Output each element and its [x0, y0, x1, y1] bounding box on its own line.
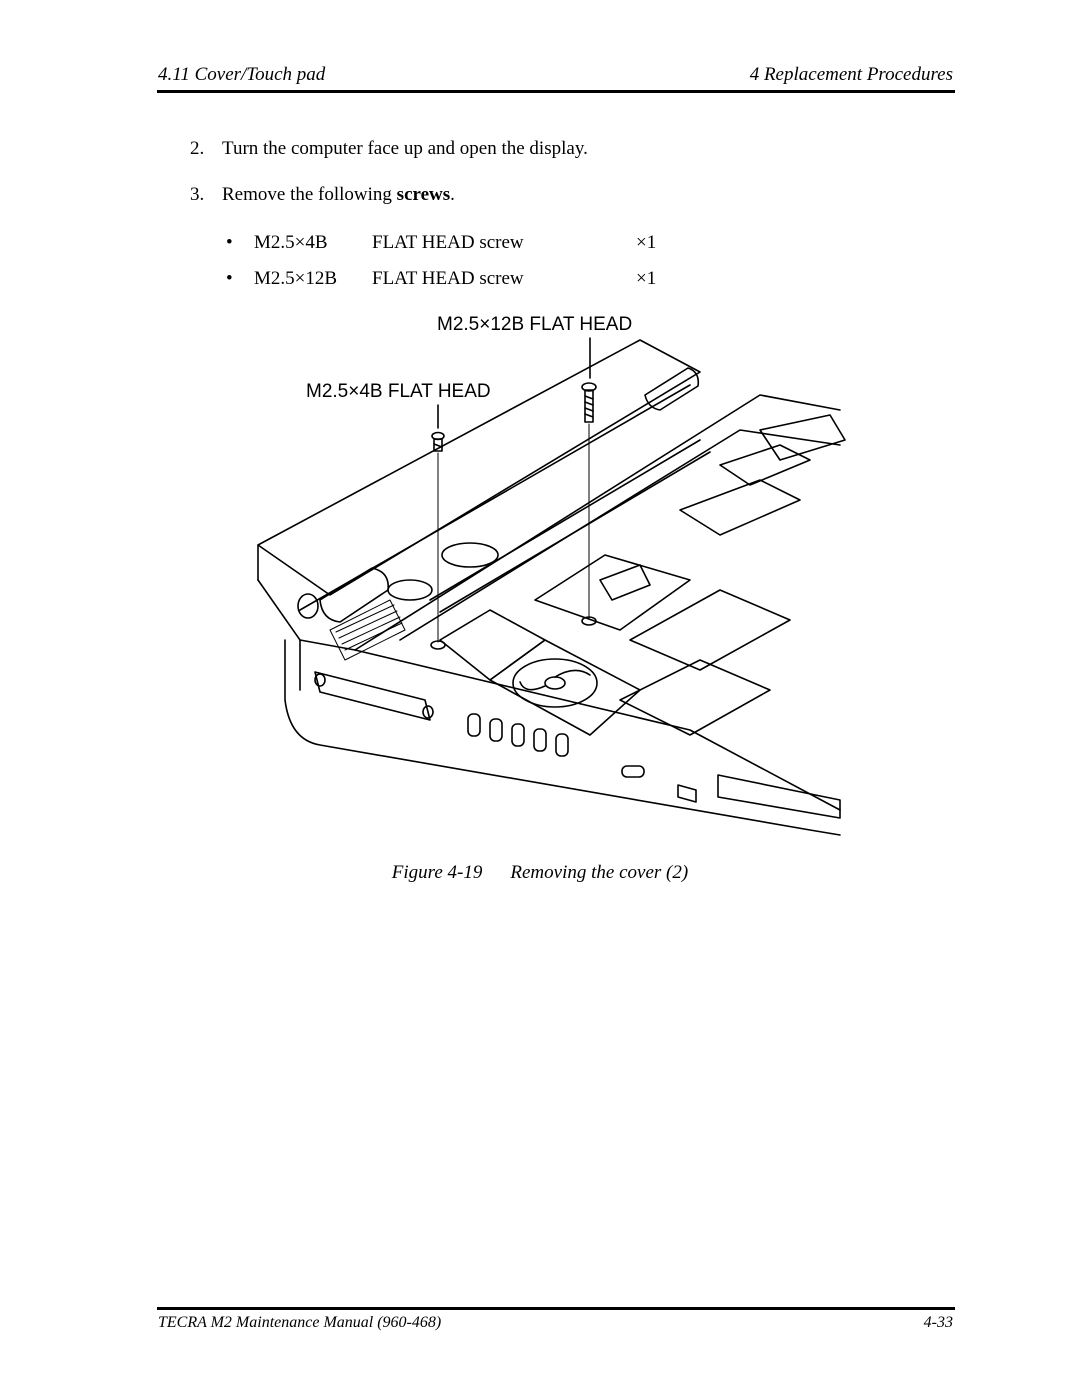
port-icon	[314, 671, 434, 721]
step-text: Remove the following	[222, 184, 397, 205]
screw-size: M2.5×12B	[254, 268, 338, 289]
speaker-grille-icon	[329, 599, 406, 661]
screw-qty: ×1	[636, 232, 657, 253]
screw-qty: ×1	[636, 268, 657, 289]
step-number: 3.	[190, 184, 205, 205]
step-2: 2. Turn the computer face up and open the…	[190, 138, 588, 160]
step-text: Turn the computer face up and open the d…	[222, 138, 588, 159]
vent-icon	[467, 713, 569, 757]
callout-m25x4b: M2.5×4B FLAT HEAD	[306, 381, 491, 402]
callout-m25x12b: M2.5×12B FLAT HEAD	[437, 314, 633, 335]
bullet: •	[226, 268, 233, 289]
laptop-cover-illustration	[257, 337, 846, 836]
footer-manual-title: TECRA M2 Maintenance Manual (960-468)	[158, 1314, 442, 1331]
chapter-title: 4 Replacement Procedures	[749, 64, 953, 85]
bullet: •	[226, 232, 233, 253]
figure-caption: Figure 4-19 Removing the cover (2)	[0, 862, 1080, 884]
footer-rule	[157, 1307, 955, 1310]
screw-m25x4b-icon	[431, 431, 445, 643]
figure-number: Figure 4-19	[391, 862, 483, 883]
screw-size: M2.5×4B	[254, 232, 328, 253]
section-title: 4.11 Cover/Touch pad	[158, 64, 326, 85]
step-text-bold: screws	[396, 184, 451, 205]
screw-type: FLAT HEAD screw	[372, 232, 524, 253]
step-3: 3. Remove the following screws.	[190, 184, 455, 206]
screw-m25x12b-icon	[581, 382, 597, 619]
hinge-icon	[644, 367, 700, 411]
step-number: 2.	[190, 138, 205, 159]
screw-type: FLAT HEAD screw	[372, 268, 524, 289]
header-rule	[157, 90, 955, 93]
page-number: 4-33	[923, 1314, 953, 1331]
figure-title: Removing the cover (2)	[510, 862, 689, 883]
indicator-icon	[621, 765, 645, 778]
step-text-end: .	[450, 184, 455, 205]
